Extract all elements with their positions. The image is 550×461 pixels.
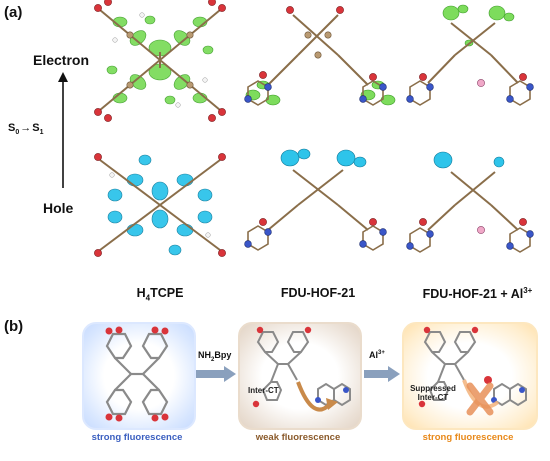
fdu-hof21-al-electron-orbital — [406, 4, 534, 106]
hole-label: Hole — [43, 200, 74, 216]
panel-b-label: (b) — [4, 318, 24, 335]
column-label-h4tcpe: H4TCPE — [136, 286, 184, 303]
fdu-hof21-al-molecule — [418, 326, 527, 416]
inter-ct-label: Inter-CT — [248, 386, 279, 395]
fdu-hof21-al-hole-orbital — [406, 151, 534, 253]
fdu-hof21-electron-orbital — [244, 6, 396, 106]
orbital-figure-grid — [94, 0, 534, 257]
arrow-al3-label: Al3+ — [369, 350, 385, 360]
suppressed-inter-ct-label: Suppressed Inter-CT — [410, 384, 456, 402]
electron-label: Electron — [33, 52, 90, 68]
caption-strong-fluorescence-1: strong fluorescence — [91, 432, 183, 443]
column-label-fdu-hof21: FDU-HOF-21 — [280, 286, 356, 300]
excitation-arrow — [58, 72, 68, 188]
column-label-fdu-hof21-al: FDU-HOF-21 + Al3+ — [422, 286, 533, 302]
transition-label: S0→S1 — [8, 122, 44, 137]
arrow-nh2bpy — [196, 366, 236, 382]
box-h4tcpe — [82, 322, 196, 430]
caption-weak-fluorescence: weak fluorescence — [255, 432, 341, 443]
arrow-al3 — [364, 366, 400, 382]
arrow-nh2bpy-label: NH2Bpy — [198, 350, 232, 363]
fdu-hof21-molecule — [252, 326, 351, 412]
h4tcpe-electron-orbital — [94, 0, 226, 122]
panel-a-label: (a) — [4, 4, 23, 21]
h4tcpe-hole-orbital — [94, 153, 226, 257]
h4tcpe-molecule — [105, 326, 169, 422]
caption-strong-fluorescence-2: strong fluorescence — [422, 432, 514, 443]
fdu-hof21-hole-orbital — [244, 148, 387, 251]
